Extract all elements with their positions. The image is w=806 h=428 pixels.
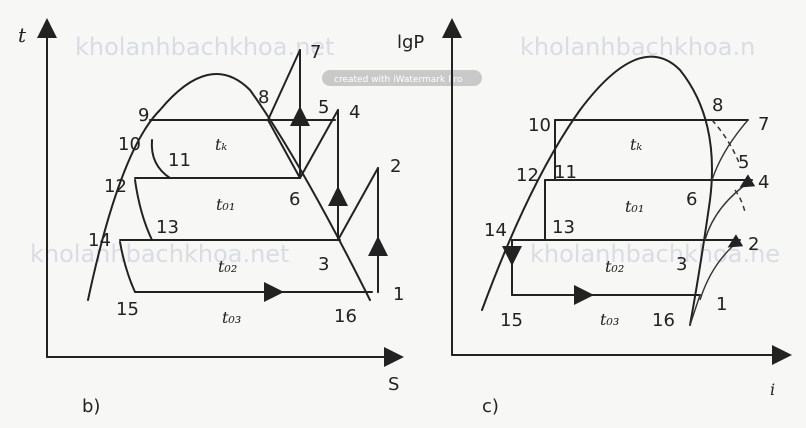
b-point-6: 6 (289, 189, 300, 210)
b-point-1: 1 (393, 284, 404, 305)
c-temp-tk: tₖ (630, 135, 642, 154)
b-point-7: 7 (310, 42, 321, 63)
b-temp-tk: tₖ (215, 135, 227, 154)
c-temp-t02: t₀₂ (605, 257, 624, 276)
c-point-12: 12 (516, 165, 539, 186)
c-point-6: 6 (686, 189, 697, 210)
c-point-10: 10 (528, 115, 551, 136)
b-point-16: 16 (334, 306, 357, 327)
b-point-4: 4 (349, 102, 360, 123)
c-y-axis-label: lgP (397, 32, 424, 53)
b-point-13: 13 (156, 217, 179, 238)
c-saturation-dome (481, 55, 713, 326)
b-x-axis-label: S (388, 374, 399, 395)
watermark-text: kholanhbachkhoa.net (75, 33, 334, 61)
b-point-10: 10 (118, 134, 141, 155)
watermark-text: kholanhbachkhoa.ne (530, 240, 780, 268)
c-point-15: 15 (500, 310, 523, 331)
c-point-13: 13 (552, 217, 575, 238)
c-point-11: 11 (554, 162, 577, 183)
b-y-axis-label: t (18, 23, 27, 47)
b-point-14: 14 (88, 230, 111, 251)
c-point-4: 4 (758, 172, 769, 193)
b-temp-t02: t₀₂ (218, 257, 237, 276)
c-dash-4 (734, 189, 746, 213)
b-line-3-2 (337, 167, 379, 241)
b-line-6-4 (299, 109, 339, 179)
b-point-11: 11 (168, 150, 191, 171)
b-curve-14-15 (119, 241, 136, 293)
b-curve-12-13 (134, 179, 153, 241)
diagram-c: lgP i c) 1 2 3 4 5 6 7 8 10 11 (397, 18, 792, 417)
c-point-8: 8 (712, 95, 723, 116)
watermark-text: kholanhbachkhoa.net (30, 240, 289, 268)
b-point-12: 12 (104, 176, 127, 197)
b-temp-t03: t₀₃ (222, 308, 241, 327)
c-point-1: 1 (716, 294, 727, 315)
c-arrow-4 (739, 174, 756, 188)
watermark-badge-label: created with iWatermark Pro (334, 75, 463, 85)
b-caption: b) (82, 396, 100, 417)
watermark-text: kholanhbachkhoa.n (520, 33, 755, 61)
b-temp-t01: t₀₁ (216, 195, 235, 214)
c-curve-6-7 (711, 119, 749, 181)
c-point-7: 7 (758, 114, 769, 135)
c-point-14: 14 (484, 220, 507, 241)
c-point-16: 16 (652, 310, 675, 331)
c-temp-t03: t₀₃ (600, 310, 619, 329)
c-temp-t01: t₀₁ (625, 197, 644, 216)
b-point-3: 3 (318, 254, 329, 275)
b-curve-10-11 (150, 139, 171, 179)
b-line-7-8 (267, 49, 301, 121)
c-point-5: 5 (738, 152, 749, 173)
b-point-15: 15 (116, 299, 139, 320)
b-point-5: 5 (318, 97, 329, 118)
b-point-8: 8 (258, 87, 269, 108)
c-line-16 (689, 294, 701, 326)
c-arrow-2 (727, 234, 744, 248)
b-saturation-dome (87, 73, 371, 301)
c-point-3: 3 (676, 254, 687, 275)
b-point-2: 2 (390, 156, 401, 177)
c-caption: c) (482, 396, 499, 417)
c-point-2: 2 (748, 234, 759, 255)
c-dash-8-5 (711, 119, 741, 166)
watermark-badge (322, 70, 482, 86)
b-line-8-6 (267, 119, 301, 179)
b-point-9: 9 (138, 105, 149, 126)
diagram-b: t S b) 1 2 3 4 5 6 7 8 9 10 (18, 18, 404, 417)
c-x-axis-label: i (770, 380, 775, 399)
